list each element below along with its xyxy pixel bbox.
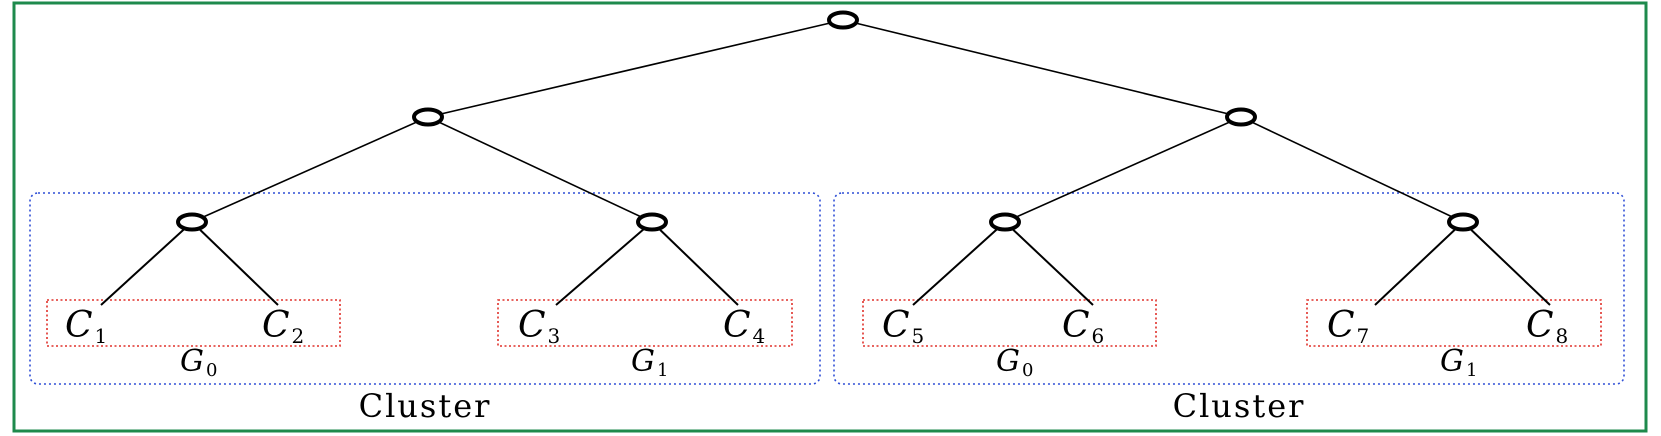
edge-to-leaf-7 xyxy=(1374,221,1464,306)
cluster-box-left xyxy=(29,192,821,385)
group-box-0 xyxy=(46,299,341,347)
internal-node-rr xyxy=(1447,212,1479,232)
edge-root-left xyxy=(427,19,844,118)
internal-node-rl xyxy=(989,212,1021,232)
internal-node-right xyxy=(1225,107,1257,127)
root-node xyxy=(827,10,859,30)
cluster-label-right: Cluster xyxy=(1173,387,1306,425)
diagram-frame xyxy=(12,1,1648,433)
edge-to-leaf-4 xyxy=(651,221,739,306)
cluster-label-left: Cluster xyxy=(359,387,492,425)
internal-node-left xyxy=(412,107,444,127)
edge-r1-r2a xyxy=(1004,116,1242,223)
edge-l1-l2a xyxy=(191,116,429,223)
group-box-2 xyxy=(862,299,1157,347)
internal-node-ll xyxy=(176,212,208,232)
edge-root-right xyxy=(842,19,1242,118)
edge-l1-l2b xyxy=(427,116,653,223)
edge-to-leaf-6 xyxy=(1004,221,1094,306)
group-box-3 xyxy=(1306,299,1602,347)
edge-to-leaf-3 xyxy=(555,221,653,306)
group-box-1 xyxy=(497,299,793,347)
edge-to-leaf-2 xyxy=(191,221,279,306)
edge-to-leaf-1 xyxy=(100,221,193,306)
edge-to-leaf-8 xyxy=(1462,221,1551,306)
cluster-box-right xyxy=(833,192,1625,385)
edge-r1-r2b xyxy=(1240,116,1464,223)
edge-to-leaf-5 xyxy=(912,221,1006,306)
internal-node-lr xyxy=(636,212,668,232)
